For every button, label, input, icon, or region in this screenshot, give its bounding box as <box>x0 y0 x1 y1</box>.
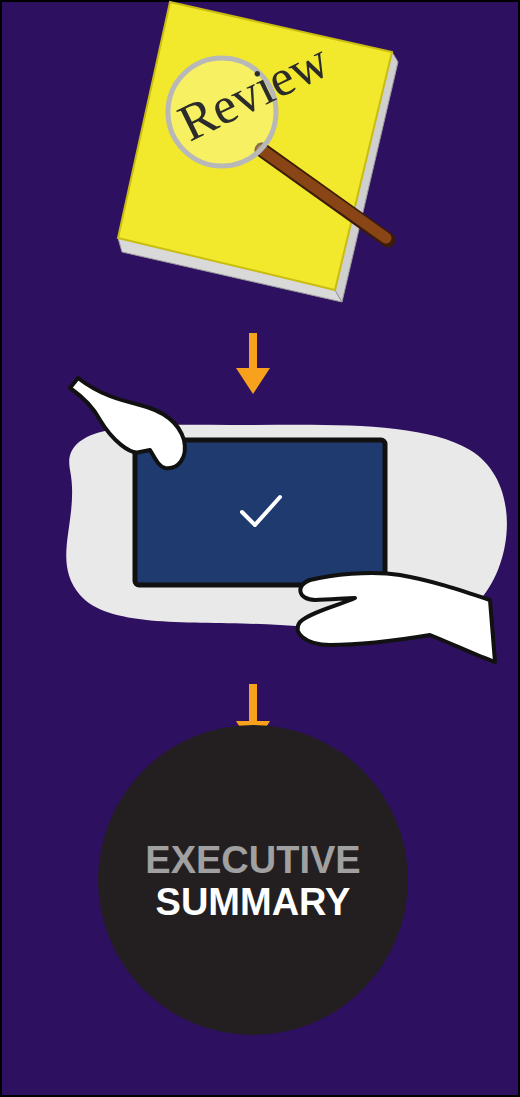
arrow-shaft <box>249 684 257 724</box>
check-mark <box>242 497 280 525</box>
hand <box>70 378 185 468</box>
magnifier-handle-edge <box>262 150 388 240</box>
summary-circle <box>98 725 408 1035</box>
arrow-head <box>236 368 270 394</box>
book-cover <box>118 2 392 290</box>
summary-circle: EXECUTIVESUMMARY <box>98 725 408 1035</box>
node-title: Review <box>169 31 337 152</box>
arrow-shaft <box>249 333 257 371</box>
node-text: SUMMARY <box>156 882 351 924</box>
book: Review <box>118 0 398 302</box>
node-title: EXECUTIVE <box>145 840 360 882</box>
magnifier-handle <box>262 150 386 238</box>
hand <box>298 573 495 662</box>
